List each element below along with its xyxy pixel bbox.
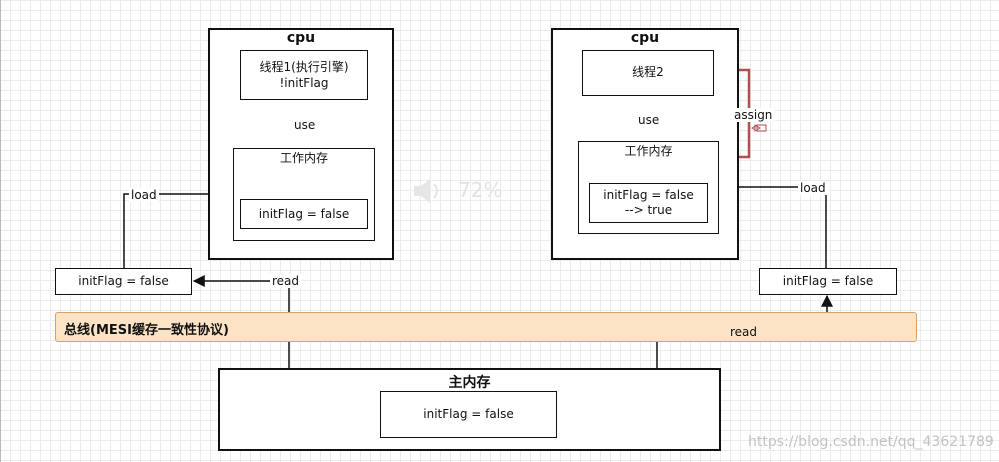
thread2-box: 线程2: [582, 50, 714, 96]
left-working-var: initFlag = false: [258, 207, 350, 221]
left-load-arrow: [123, 188, 234, 268]
right-working-var-line1: initFlag = false: [603, 188, 694, 202]
right-use-label: use: [636, 113, 662, 127]
watermark-url: https://blog.csdn.net/qq_43621789: [748, 434, 994, 450]
main-memory-title: 主内存: [448, 375, 491, 391]
thread1-flag: !initFlag: [279, 76, 329, 90]
right-bus-var-box: initFlag = false: [759, 268, 897, 295]
thread1-box: 线程1(执行引擎) !initFlag: [240, 50, 368, 100]
main-memory-var-box: initFlag = false: [380, 391, 557, 438]
right-cpu-title: cpu: [630, 30, 660, 46]
right-read-label: read: [728, 325, 760, 339]
right-assign-label: assign: [732, 108, 775, 122]
left-edge-rule: [0, 0, 1, 462]
assign-handle-icon: [751, 124, 767, 132]
left-load-label: load: [129, 188, 159, 202]
right-working-memory-title: 工作内存: [624, 144, 673, 158]
right-load-label: load: [798, 181, 828, 195]
main-memory-var: initFlag = false: [423, 407, 514, 421]
bus-bar: 总线(MESI缓存一致性协议): [55, 312, 917, 342]
left-cpu-title: cpu: [286, 30, 316, 46]
left-use-label: use: [292, 118, 318, 132]
left-working-var-box: initFlag = false: [240, 199, 368, 229]
volume-percent: 72%: [458, 178, 503, 202]
right-working-var-line2: --> true: [624, 203, 673, 217]
thread2-label: 线程2: [632, 65, 664, 79]
speaker-icon: [414, 179, 438, 203]
left-bus-var-box: initFlag = false: [55, 268, 192, 295]
bus-label: 总线(MESI缓存一致性协议): [64, 323, 229, 338]
left-read-label: read: [270, 274, 302, 288]
right-working-var-box: initFlag = false --> true: [589, 183, 708, 223]
left-bus-var: initFlag = false: [78, 274, 169, 288]
right-bus-var: initFlag = false: [782, 274, 874, 288]
thread1-label: 线程1(执行引擎): [259, 60, 349, 74]
left-working-memory-title: 工作内存: [279, 151, 328, 165]
